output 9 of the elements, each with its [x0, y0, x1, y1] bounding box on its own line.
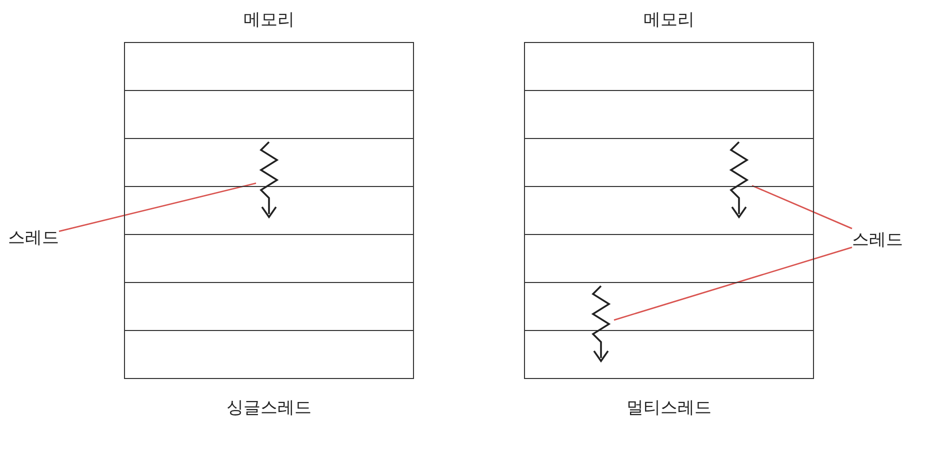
thread-label: 스레드 [852, 228, 903, 251]
leader-line [614, 246, 852, 321]
thread-label: 스레드 [8, 226, 59, 249]
memory-heading: 메모리 [242, 9, 296, 31]
memory-label: 멀티스레드 [626, 397, 712, 419]
leader-line [752, 184, 852, 230]
leader-line [58, 182, 256, 232]
memory-heading: 메모리 [642, 9, 696, 31]
memory-label: 싱글스레드 [226, 397, 312, 419]
